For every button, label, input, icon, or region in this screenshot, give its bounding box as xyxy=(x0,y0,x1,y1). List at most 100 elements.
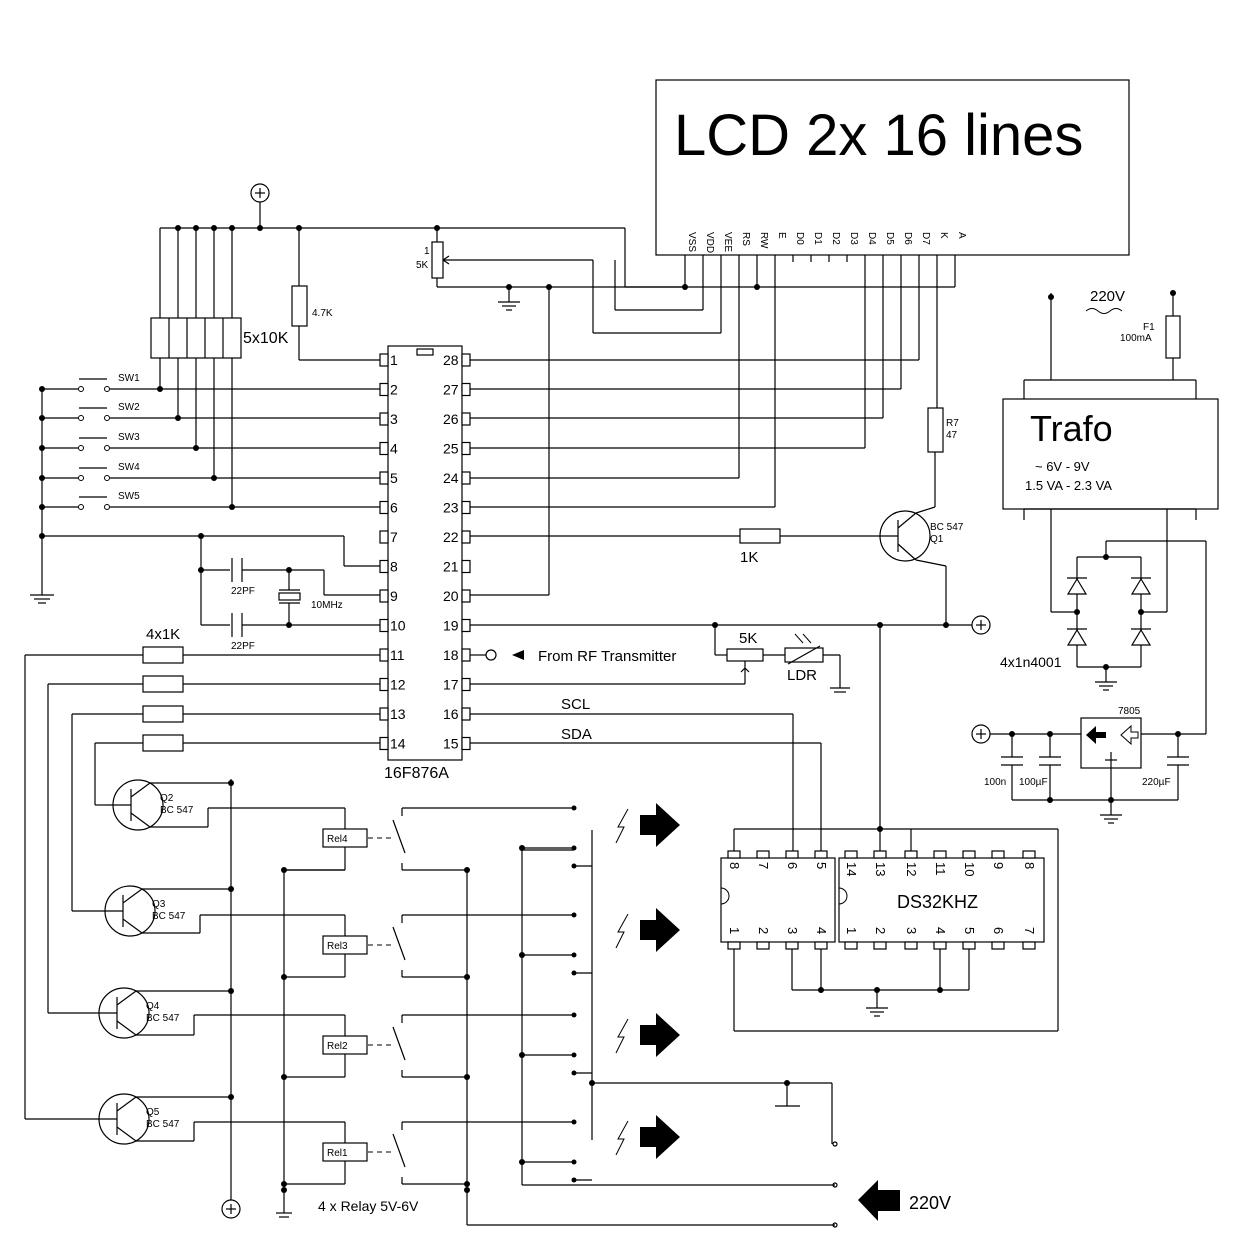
switch-contact xyxy=(78,475,84,481)
transistor-emitter xyxy=(122,918,143,934)
rtc-pin-number: 7 xyxy=(1022,927,1037,934)
relay-contact-arm xyxy=(392,1133,406,1168)
lcd-pin-label: D5 xyxy=(884,232,895,245)
relay-contact-arm xyxy=(392,926,406,961)
mcu-pin-number: 25 xyxy=(443,441,459,457)
switch-label: SW5 xyxy=(118,491,140,502)
lcd-pin-label: D0 xyxy=(794,232,805,245)
transistor-name: Q5 xyxy=(146,1107,160,1118)
mcu-pin-number: 3 xyxy=(390,411,398,427)
lcd-title: LCD 2x 16 lines xyxy=(674,103,1083,168)
mcu-pin-pad xyxy=(461,353,471,367)
switch-contact xyxy=(104,475,110,481)
terminal xyxy=(571,1012,577,1018)
mcu-pin-number: 10 xyxy=(390,618,406,634)
rtc-pin-pad xyxy=(991,850,1005,859)
rtc-pin-number: 8 xyxy=(727,862,742,869)
vcc-terminal-top xyxy=(250,183,270,228)
rtc-pin-number: 2 xyxy=(873,927,888,934)
switch-contact xyxy=(104,386,110,392)
junction xyxy=(39,415,45,421)
lcd-pin-label: D4 xyxy=(866,232,877,245)
rtc-pin-pad xyxy=(814,850,828,859)
switch-contact xyxy=(78,415,84,421)
mcu-pin-number: 21 xyxy=(443,559,459,575)
cap-100uf-label: 100µF xyxy=(1019,777,1048,788)
trafo-title: Trafo xyxy=(1030,408,1113,449)
rtc-pin-pad xyxy=(904,850,918,859)
mains-input-arrow: 220V xyxy=(858,1180,951,1221)
lcd-pin-label: D3 xyxy=(848,232,859,245)
rtc-pin-pad xyxy=(844,941,858,950)
switch-contact xyxy=(104,445,110,451)
lcd-pin-label: E xyxy=(776,232,787,239)
mcu-pin-number: 11 xyxy=(390,647,405,663)
mcu-pin-number: 17 xyxy=(443,677,459,693)
rtc-pin-pad xyxy=(933,850,947,859)
mcu-pin-pad xyxy=(461,648,471,662)
rtc-pin-number: 11 xyxy=(933,862,948,876)
relay-note: 4 x Relay 5V-6V xyxy=(318,1198,419,1214)
rtc-pin-number: 7 xyxy=(756,862,771,869)
switch-contact xyxy=(78,386,84,392)
rtc-pin-number: 1 xyxy=(844,927,859,934)
rtc-pin-number: 4 xyxy=(933,927,948,934)
mcu-pin-pad xyxy=(461,736,471,751)
mcu-pin-pad xyxy=(379,589,389,603)
rf-input-label: From RF Transmitter xyxy=(538,648,676,665)
transistor-collector xyxy=(116,1096,137,1112)
switch-contact xyxy=(104,504,110,510)
transistor-emitter xyxy=(116,1020,137,1036)
transistor-type: BC 547 xyxy=(160,805,194,816)
mains-in-label: 220V xyxy=(909,1193,951,1213)
mcu-pin-number: 5 xyxy=(390,470,398,486)
mcu-pin-pad xyxy=(379,500,389,515)
rtc-pin-pad xyxy=(1022,850,1036,859)
mcu-pin-number: 4 xyxy=(390,441,398,457)
output-arrow xyxy=(640,803,680,847)
lcd-pin-label: D6 xyxy=(902,232,913,245)
mcu-pin-number: 20 xyxy=(443,588,459,604)
transistor-name: Q2 xyxy=(160,793,174,804)
rtc-pin-number: 10 xyxy=(962,862,977,876)
diodes-label: 4x1n4001 xyxy=(1000,654,1062,670)
rtc-pin-number: 13 xyxy=(873,862,888,876)
mcu-pin-number: 26 xyxy=(443,411,459,427)
rtc-pin-number: 12 xyxy=(904,862,919,876)
switch-label: SW4 xyxy=(118,462,140,473)
mcu-pin-number: 2 xyxy=(390,382,398,398)
relay-contact-arm xyxy=(392,1026,406,1061)
contrast-potentiometer: 1 5K xyxy=(416,228,955,334)
output-arrow xyxy=(640,908,680,952)
rtc-pin-number: 2 xyxy=(756,927,771,934)
mcu-pin-pad xyxy=(461,589,471,603)
regulator-label: 7805 xyxy=(1118,706,1141,717)
switch-label: SW1 xyxy=(118,373,140,384)
lcd-pin-label: D2 xyxy=(830,232,841,245)
mcu-pin-pad xyxy=(461,677,471,692)
mcu-pin-pad xyxy=(461,382,471,397)
power-supply: 220V F1 100mA Trafo ~ 6V - 9V 1.5 VA - 2… xyxy=(971,288,1219,824)
rtc-pin-number: 1 xyxy=(727,927,742,934)
output-arrow xyxy=(640,1115,680,1159)
base-resistor xyxy=(142,646,184,664)
base-resistors xyxy=(25,646,380,752)
transistor-name: Q3 xyxy=(152,899,166,910)
rtc-pin-pad xyxy=(873,941,887,950)
lcd-pin-label: RS xyxy=(740,232,751,246)
transistor-name: Q4 xyxy=(146,1001,160,1012)
r7-name: R7 xyxy=(946,418,959,429)
mcu-pin-number: 12 xyxy=(390,677,406,693)
mcu-pin-number: 14 xyxy=(390,736,406,752)
cap-22pf-a-label: 22PF xyxy=(231,586,255,597)
resistor-1k-label: 1K xyxy=(740,549,758,566)
pot-label-5k: 5K xyxy=(416,260,429,271)
switch-contact xyxy=(78,504,84,510)
rtc-pin-number: 3 xyxy=(904,927,919,934)
mcu-pin-number: 13 xyxy=(390,706,406,722)
